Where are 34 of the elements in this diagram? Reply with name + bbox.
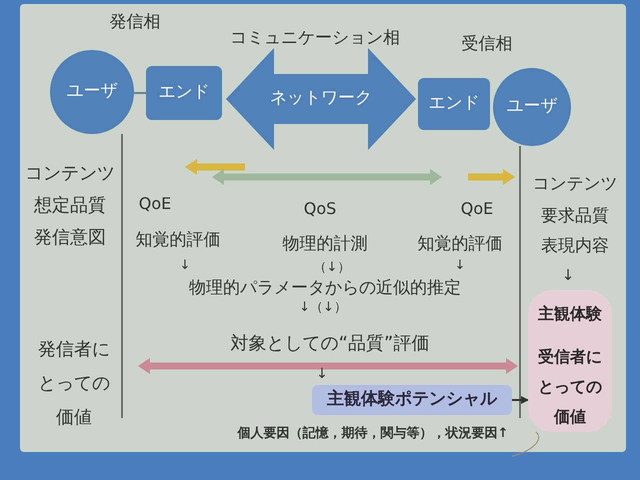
label-text: 物理的パラメータからの近似的推定 bbox=[188, 277, 462, 300]
label-text: 個人要因（記憶，期待，関与等），状況要因↑ bbox=[236, 425, 510, 443]
label-text: 発信者にとっての価値 bbox=[37, 338, 111, 430]
end-box: エンド bbox=[418, 78, 490, 130]
label-text: 受信相 bbox=[460, 33, 514, 56]
double-arrow-shape: ネットワーク bbox=[226, 48, 416, 150]
label-text: 発信相 bbox=[108, 11, 162, 34]
arrow bbox=[512, 396, 529, 404]
label-text: 物理的計測 bbox=[282, 233, 368, 256]
label-text: 要求品質 bbox=[540, 205, 610, 228]
label-text: ↓ bbox=[315, 365, 329, 384]
box-text: 受信者にとっての価値 bbox=[537, 346, 603, 428]
label-text: コンテンツ bbox=[532, 173, 618, 196]
label-text: 想定品質 bbox=[33, 194, 107, 218]
box-text: 主観体験 bbox=[538, 303, 602, 325]
rounded-box: 主観体験ポテンシャル bbox=[312, 385, 512, 415]
label-text: 知覚的評価 bbox=[134, 229, 222, 252]
label-text: QoE bbox=[138, 193, 172, 215]
label-text: ↓ bbox=[178, 257, 192, 275]
label-text: 発信意図 bbox=[33, 226, 107, 250]
connector-line bbox=[134, 92, 146, 94]
label-text: QoS bbox=[302, 198, 338, 220]
label-text: （↓） bbox=[312, 259, 352, 277]
label-text: 表現内容 bbox=[540, 235, 610, 258]
label-text: 対象としての“品質”評価 bbox=[230, 332, 430, 356]
label-text: ↓（↓） bbox=[298, 299, 348, 317]
end-box: エンド bbox=[146, 66, 222, 120]
label-text: ↓ bbox=[454, 257, 466, 275]
label-text: コミュニケーション相 bbox=[229, 27, 401, 50]
rounded-box bbox=[528, 290, 612, 432]
label-text: QoE bbox=[460, 198, 494, 220]
label-text: コンテンツ bbox=[24, 162, 116, 186]
label-text: 知覚的評価 bbox=[416, 233, 504, 256]
label-text: ↓ bbox=[560, 265, 576, 286]
